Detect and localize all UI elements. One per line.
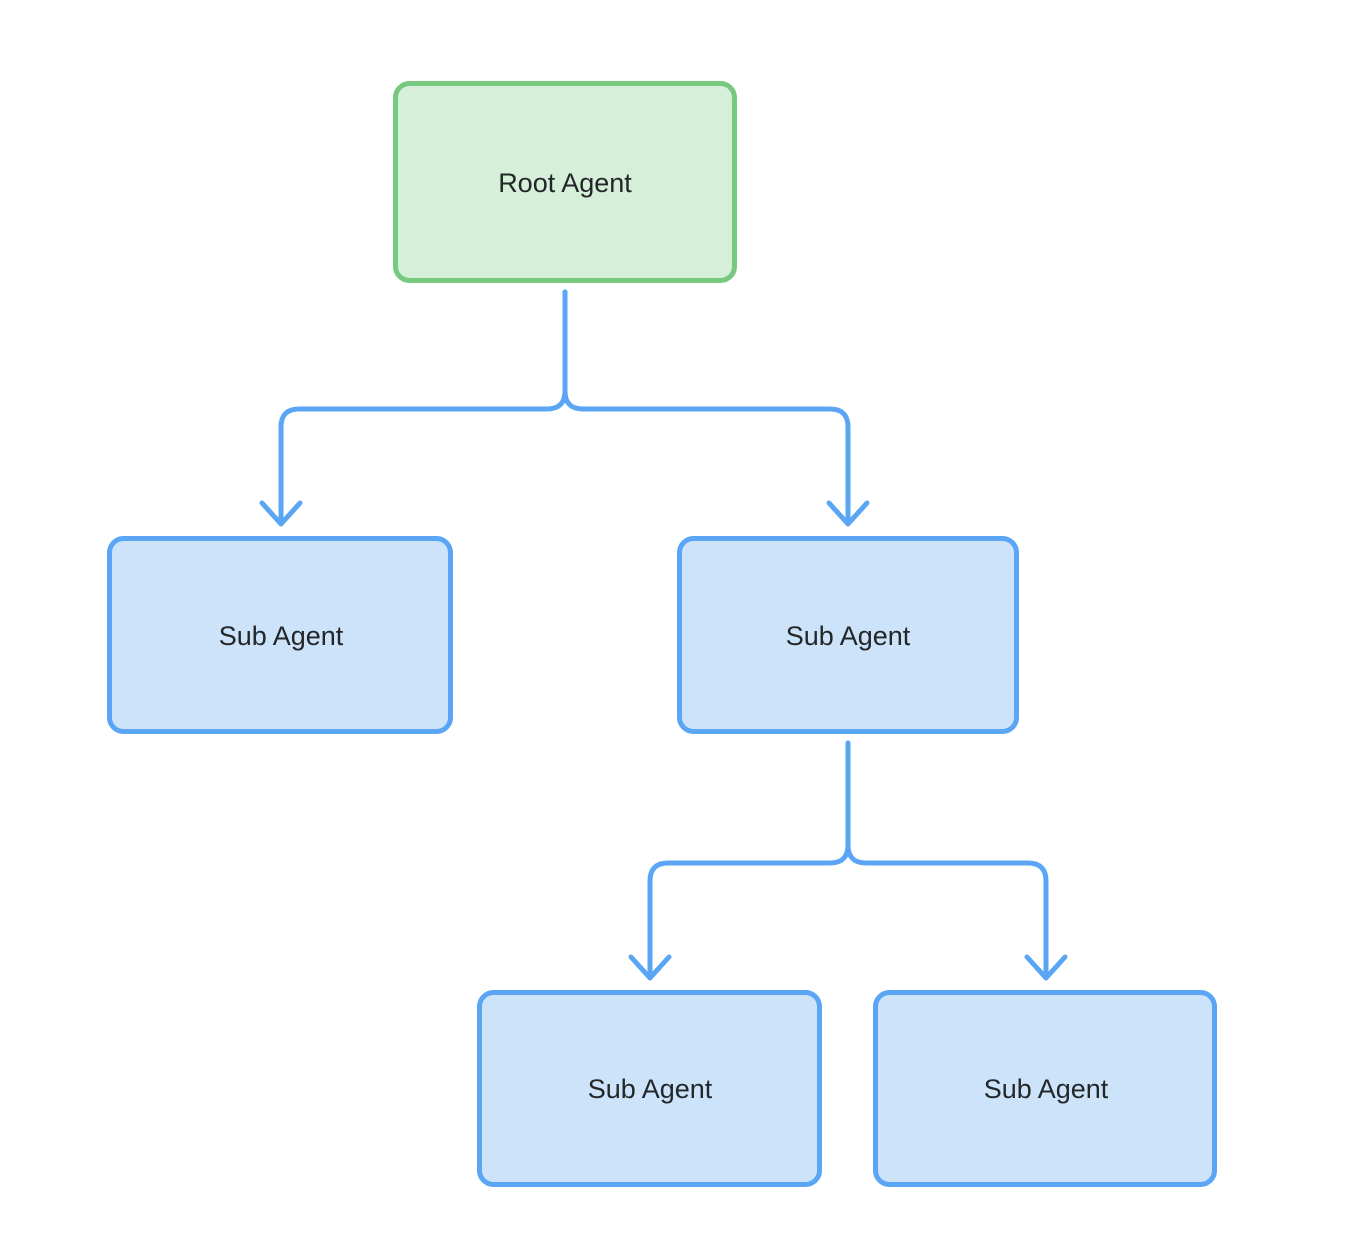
node-label: Sub Agent	[588, 1074, 713, 1104]
arrowhead-icon	[826, 500, 870, 527]
node-label: Sub Agent	[219, 621, 344, 651]
node-label: Sub Agent	[786, 621, 911, 651]
node-sub4[interactable]: Sub Agent	[873, 990, 1217, 1187]
node-label: Root Agent	[498, 168, 632, 198]
node-box[interactable]	[873, 990, 1217, 1187]
connector-line	[562, 289, 851, 525]
edges-layer	[259, 289, 1068, 981]
node-sub3[interactable]: Sub Agent	[477, 990, 822, 1187]
node-box[interactable]	[477, 990, 822, 1187]
connector-line	[278, 289, 568, 525]
connector-line	[647, 740, 851, 979]
node-root[interactable]: Root Agent	[393, 81, 737, 283]
node-label: Sub Agent	[984, 1074, 1109, 1104]
connector-line	[845, 740, 1049, 979]
node-box[interactable]	[107, 536, 453, 734]
connector-root-to-sub1	[259, 289, 568, 527]
arrowhead-icon	[628, 954, 672, 981]
arrowhead-icon	[259, 500, 303, 527]
connector-sub2-to-sub4	[845, 740, 1068, 981]
connector-sub2-to-sub3	[628, 740, 851, 981]
node-sub1[interactable]: Sub Agent	[107, 536, 453, 734]
arrowhead-icon	[1024, 954, 1068, 981]
node-sub2[interactable]: Sub Agent	[677, 536, 1019, 734]
node-box[interactable]	[393, 81, 737, 283]
connector-root-to-sub2	[562, 289, 870, 527]
node-box[interactable]	[677, 536, 1019, 734]
